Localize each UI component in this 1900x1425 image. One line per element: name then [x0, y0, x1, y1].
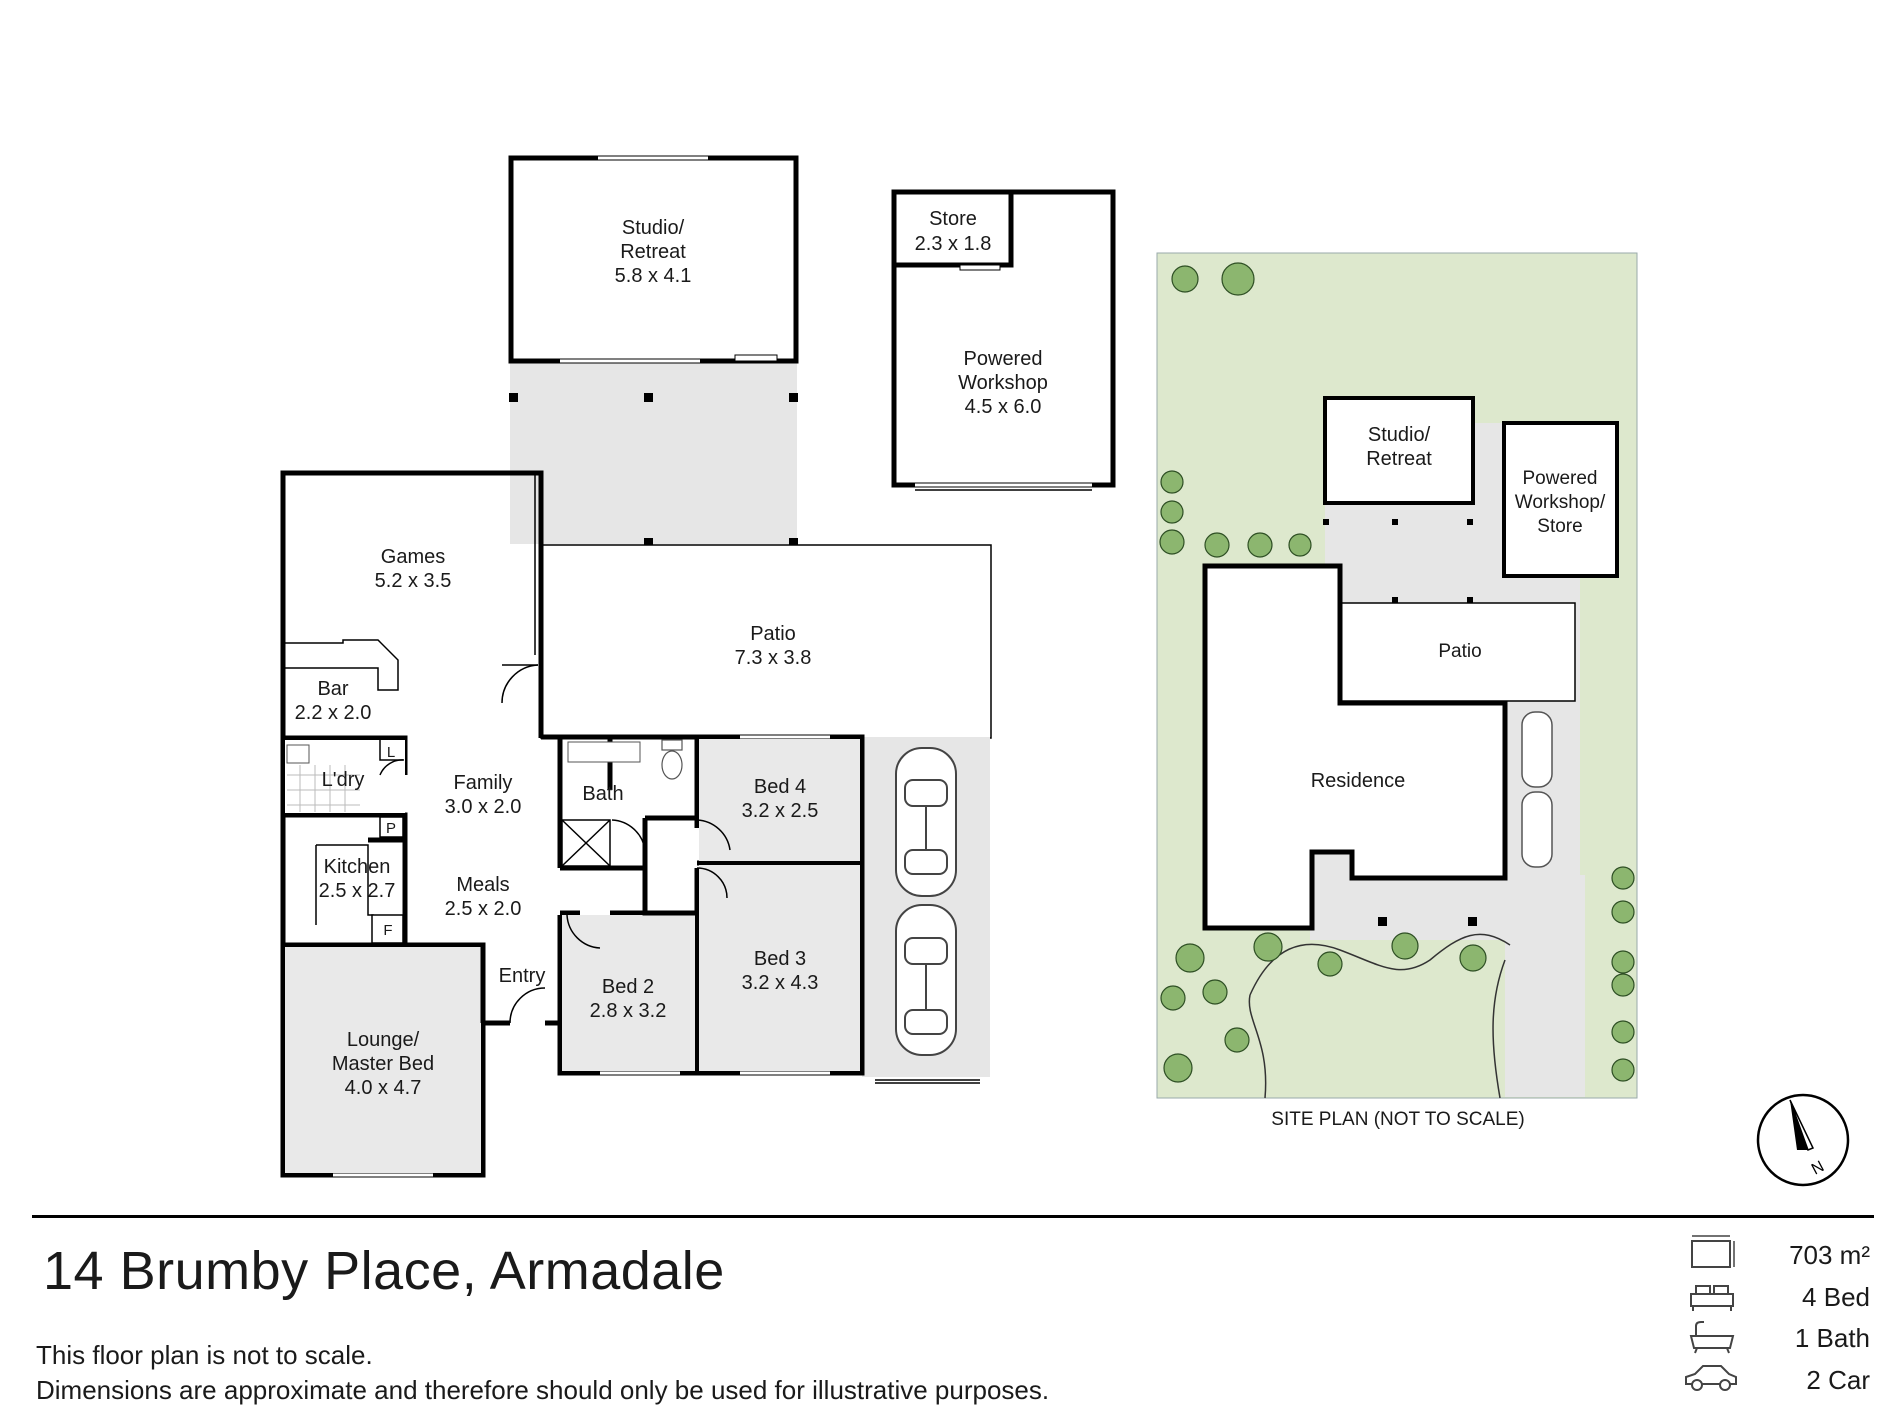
floor-plan: Studio/ Retreat 5.8 x 4.1 Store 2.3 x 1.…: [280, 155, 1850, 1187]
bath-name: Bath: [582, 783, 623, 805]
land-area-icon: [1691, 1235, 1735, 1268]
property-address: 14 Brumby Place, Armadale: [43, 1241, 725, 1301]
stat-baths: 1 Bath: [1794, 1323, 1870, 1353]
bath-icon: [1689, 1321, 1735, 1354]
lounge-name-1: Lounge/: [347, 1029, 420, 1051]
divider-line: [32, 1215, 1874, 1218]
lounge-name-2: Master Bed: [332, 1053, 434, 1075]
stat-area: 703 m²: [1789, 1240, 1870, 1270]
workshop-dims: 4.5 x 6.0: [965, 396, 1042, 418]
disclaimer-line-1: This floor plan is not to scale.: [36, 1340, 373, 1370]
bed-icon: [1690, 1285, 1734, 1311]
stat-cars: 2 Car: [1806, 1365, 1870, 1395]
car-icon: [1685, 1365, 1737, 1391]
site-workshop-3: Store: [1537, 516, 1582, 537]
kitchen-name: Kitchen: [324, 856, 391, 878]
pergola: [509, 362, 798, 547]
site-caption: SITE PLAN (NOT TO SCALE): [1271, 1109, 1524, 1130]
car-top-icon: [895, 904, 957, 1056]
bed2-fill: [562, 915, 695, 1071]
workshop-name-1: Powered: [964, 348, 1043, 370]
family-name: Family: [454, 772, 513, 794]
car-top-icon: [1521, 711, 1553, 868]
lounge-dims: 4.0 x 4.7: [345, 1077, 422, 1099]
games-dims: 5.2 x 3.5: [375, 570, 452, 592]
bed4-name: Bed 4: [754, 776, 806, 798]
bed3-fill: [699, 865, 860, 1071]
bed2-dims: 2.8 x 3.2: [590, 1000, 667, 1022]
tree-icon: [1159, 262, 1635, 1083]
disclaimer-line-2: Dimensions are approximate and therefore…: [36, 1375, 1050, 1405]
bed2-name: Bed 2: [602, 976, 654, 998]
interior-walls: [280, 473, 731, 1024]
store-name: Store: [929, 208, 977, 230]
site-studio-1: Studio/: [1368, 424, 1431, 446]
bed4-dims: 3.2 x 2.5: [742, 800, 819, 822]
stat-beds: 4 Bed: [1802, 1282, 1870, 1312]
games-name: Games: [381, 546, 445, 568]
laundry-mark: L: [387, 744, 395, 761]
bed3-dims: 3.2 x 4.3: [742, 972, 819, 994]
patio-area: Patio 7.3 x 3.8: [540, 544, 992, 739]
studio-dims: 5.8 x 4.1: [615, 265, 692, 287]
site-studio-2: Retreat: [1366, 448, 1432, 470]
bar-dims: 2.2 x 2.0: [295, 702, 372, 724]
workshop-building: Store 2.3 x 1.8 Powered Workshop 4.5 x 6…: [891, 189, 1116, 491]
site-workshop-2: Workshop/: [1515, 492, 1606, 513]
bed4-fill: [699, 739, 860, 861]
studio-name-2: Retreat: [620, 241, 686, 263]
bed3-name: Bed 3: [754, 948, 806, 970]
meals-name: Meals: [456, 874, 509, 896]
site-workshop-1: Powered: [1523, 468, 1598, 489]
laundry-name: L'dry: [322, 769, 365, 791]
compass-icon: N: [1756, 1093, 1850, 1187]
entry-name: Entry: [499, 965, 546, 987]
meals-dims: 2.5 x 2.0: [445, 898, 522, 920]
patio-dims: 7.3 x 3.8: [735, 647, 812, 669]
family-dims: 3.0 x 2.0: [445, 796, 522, 818]
pantry-mark: P: [386, 820, 396, 837]
store-dims: 2.3 x 1.8: [915, 233, 992, 255]
site-residence: Residence: [1311, 770, 1406, 792]
kitchen-dims: 2.5 x 2.7: [319, 880, 396, 902]
car-top-icon: [895, 747, 957, 897]
site-patio: Patio: [1438, 641, 1481, 662]
patio-name: Patio: [750, 623, 796, 645]
fridge-mark: F: [383, 922, 392, 939]
site-plan: Studio/ Retreat Powered Workshop/ Store …: [1156, 252, 1638, 1130]
studio-name-1: Studio/: [622, 217, 685, 239]
lounge-fill: [285, 947, 481, 1173]
studio-room: Studio/ Retreat 5.8 x 4.1: [508, 155, 799, 364]
bar-name: Bar: [317, 678, 348, 700]
workshop-name-2: Workshop: [958, 372, 1048, 394]
